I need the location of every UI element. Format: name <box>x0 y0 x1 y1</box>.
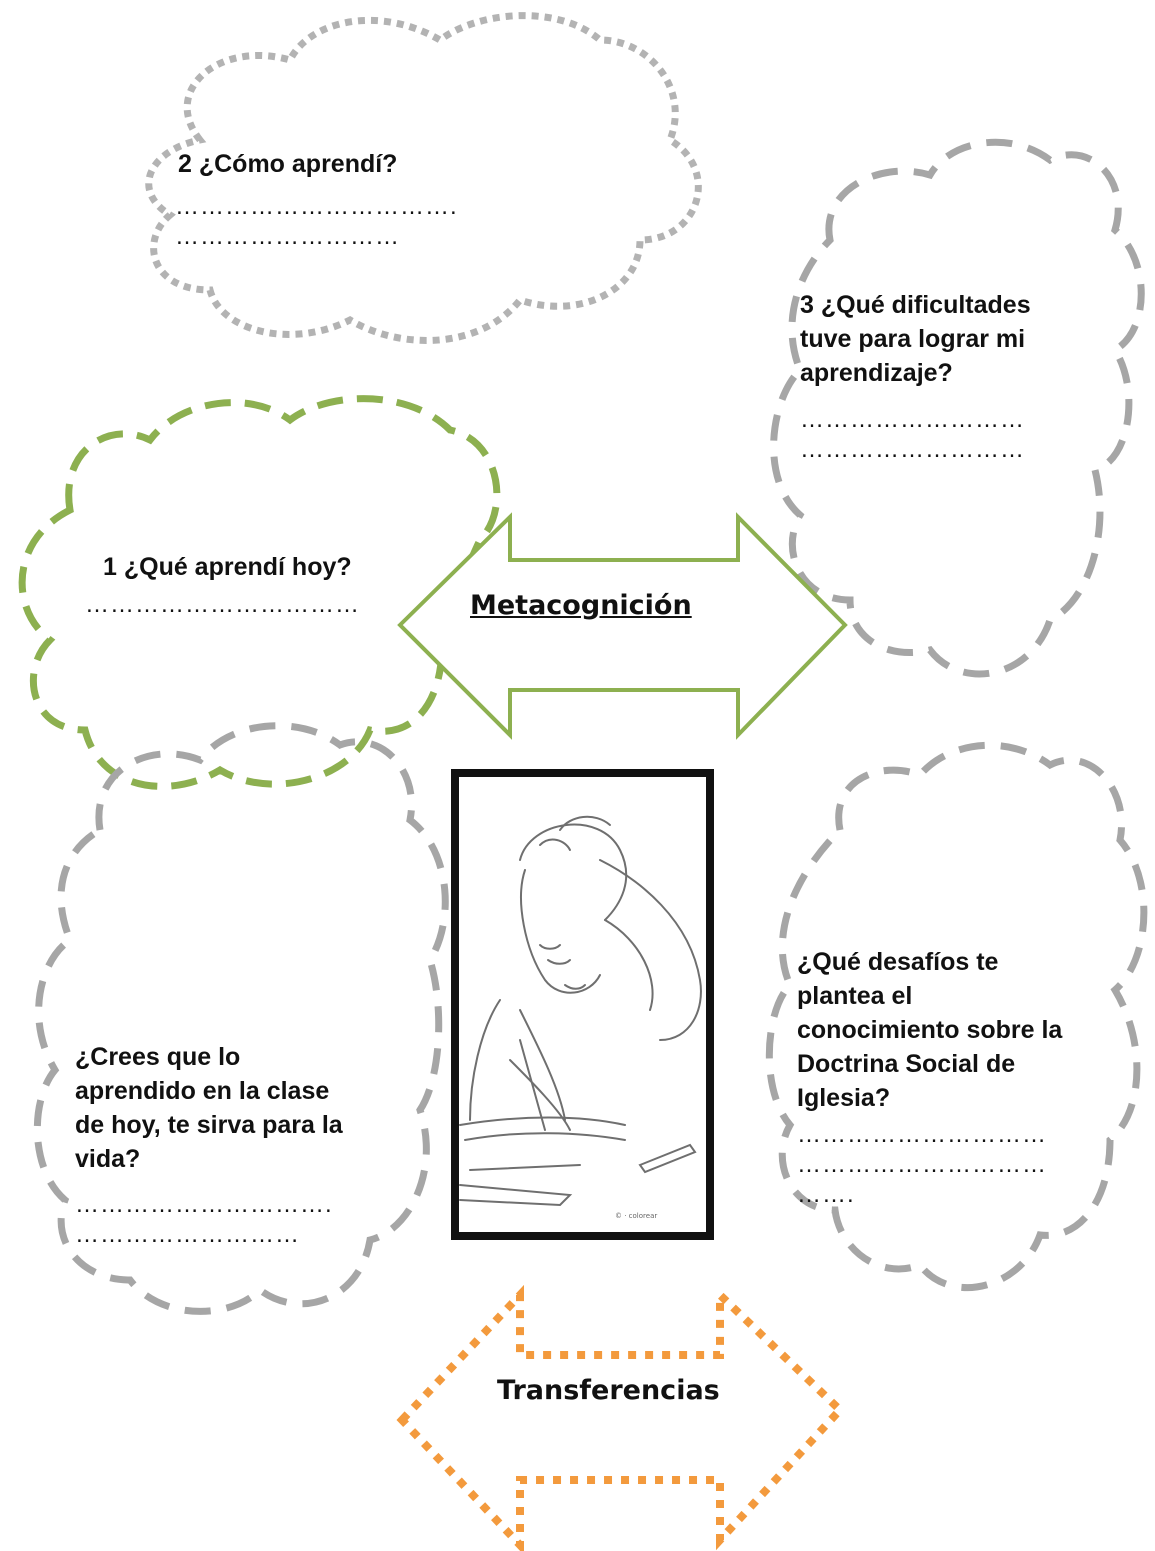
transferencias-label: Transferencias <box>497 1375 720 1406</box>
q1-title: 1 ¿Qué aprendí hoy? <box>103 553 352 581</box>
q3-title: 3 ¿Qué dificultades tuve para lograr mi … <box>800 291 1031 387</box>
q1-answer-lines: …………………………… <box>85 591 360 618</box>
q4-answer-lines: …………………………. ……………………… <box>75 1191 333 1248</box>
q5-answer-lines: ………………………… ………………………… ……. <box>797 1121 1047 1208</box>
transferencias-arrow <box>396 1284 846 1551</box>
metacognicion-label: Metacognición <box>470 590 692 621</box>
metacognicion-arrow <box>397 512 848 740</box>
cloud-q1-outline <box>18 395 501 790</box>
q5-title: ¿Qué desafíos te plantea el conocimiento… <box>797 948 1063 1112</box>
svg-text:© · colorear: © · colorear <box>615 1212 657 1220</box>
student-illustration: © · colorear <box>451 769 714 1240</box>
q3-answer-lines: ……………………… ……………………… <box>800 406 1025 463</box>
q2-answer-lines: ……………………………. ……………………… <box>175 193 458 250</box>
cloud-q2-outline <box>145 12 702 344</box>
q4-title: ¿Crees que lo aprendido en la clase de h… <box>75 1043 343 1173</box>
q2-title: 2 ¿Cómo aprendí? <box>178 150 398 178</box>
cloud-q3-outline <box>770 138 1145 678</box>
cloud-q4-outline <box>33 722 449 1315</box>
cloud-q5-outline <box>765 741 1148 1291</box>
